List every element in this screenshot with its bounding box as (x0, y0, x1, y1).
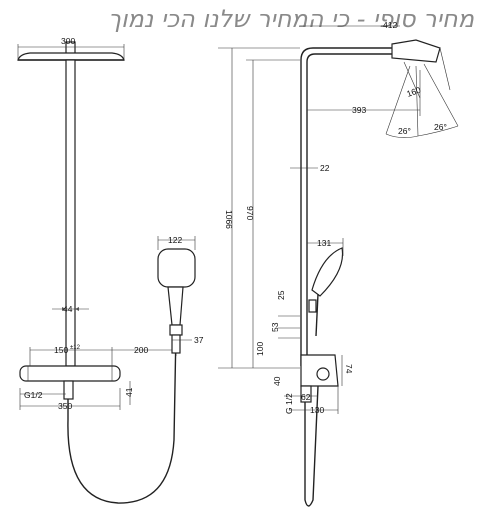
svg-text:970: 970 (245, 206, 255, 220)
side-pipe (300, 47, 392, 366)
svg-text:44: 44 (63, 304, 73, 314)
dim-thermostat-width: 150 ±12 (29, 345, 113, 366)
dim-inlet-side: G 1/2 62 130 (284, 386, 339, 415)
svg-text:41: 41 (124, 387, 134, 397)
svg-text:122: 122 (168, 235, 182, 245)
svg-text:62: 62 (301, 392, 311, 402)
svg-text:26°: 26° (398, 126, 411, 136)
side-hand-shower (308, 247, 344, 337)
dim-holder-depth: 37 (172, 335, 204, 345)
dim-pipe-width: 44 (52, 304, 89, 314)
dim-head-diameter: 160 (403, 47, 451, 99)
side-thermostat (300, 354, 339, 507)
svg-text:22: 22 (320, 163, 330, 173)
dim-inlet-drop: 41 (124, 381, 134, 405)
overhead-shower-head: 300 (17, 36, 125, 61)
hand-shower (157, 248, 196, 354)
side-view: 412 160 393 26° 26° 22 (218, 20, 459, 507)
dim-inlet-spacing: G1/2 350 (19, 388, 121, 411)
svg-text:±12: ±12 (70, 345, 81, 351)
dim-holder-projection: 131 (307, 238, 344, 256)
svg-text:100: 100 (255, 342, 265, 356)
svg-text:G 1/2: G 1/2 (284, 393, 294, 414)
svg-text:412: 412 (383, 20, 397, 30)
dim-hand-shower-width: 122 (157, 235, 196, 250)
dim-head-angle-span: 412 (303, 20, 400, 30)
shower-hose (67, 329, 177, 504)
svg-text:160: 160 (405, 85, 422, 99)
svg-text:53: 53 (270, 322, 280, 332)
svg-text:26°: 26° (434, 122, 447, 132)
dim-column-height: 970 (245, 59, 300, 368)
svg-text:393: 393 (352, 105, 366, 115)
svg-text:1066: 1066 (224, 210, 234, 229)
svg-text:350: 350 (58, 401, 72, 411)
dim-side-pipe-width: 22 (290, 163, 330, 173)
svg-text:25: 25 (276, 290, 286, 300)
svg-text:130: 130 (310, 405, 324, 415)
dim-head-angles: 26° 26° (385, 63, 459, 138)
svg-text:74: 74 (344, 364, 354, 374)
dim-total-height: 1066 (218, 47, 300, 369)
svg-text:150: 150 (54, 345, 68, 355)
front-pipe (65, 59, 76, 367)
svg-text:37: 37 (194, 335, 204, 345)
svg-text:200: 200 (134, 345, 148, 355)
front-view: 300 44 150 ±12 (17, 36, 204, 504)
thermostat-bar (19, 365, 121, 400)
svg-text:40: 40 (272, 376, 282, 386)
svg-text:131: 131 (317, 238, 331, 248)
price-banner: מחיר סופי - כי המחיר שלנו הכי נמוך (108, 5, 474, 33)
dim-head-width: 300 (61, 36, 75, 46)
svg-text:G1/2: G1/2 (24, 390, 43, 400)
side-overhead-head (391, 39, 441, 63)
dim-hand-shower-offset: 200 (112, 344, 177, 356)
dim-arm-projection: 393 (307, 70, 421, 116)
dim-small-vertical: 25 53 100 40 74 (255, 290, 354, 386)
